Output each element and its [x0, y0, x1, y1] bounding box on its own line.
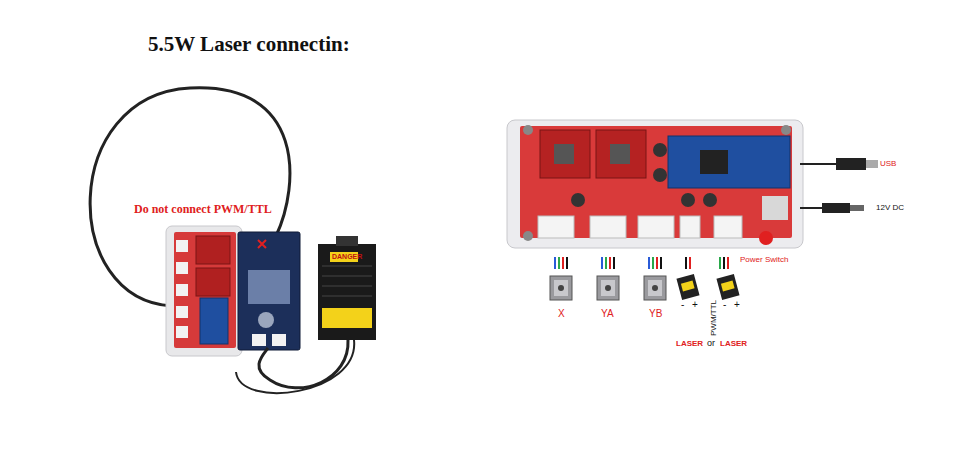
capacitor: [571, 193, 585, 207]
connector: [176, 306, 188, 318]
driver-module: [540, 130, 590, 178]
capacitor: [653, 143, 667, 157]
acrylic-frame: [166, 226, 242, 356]
driver-module: [596, 130, 646, 178]
connector: [176, 262, 188, 274]
switch-label: Power Switch: [740, 256, 788, 264]
axis-label: YB: [649, 309, 662, 319]
laser-driver-board: [238, 232, 300, 350]
cross-mark: [258, 240, 266, 248]
connector: [176, 326, 188, 338]
laser-cable: [236, 340, 354, 393]
sticker-text: DANGER: [332, 253, 362, 260]
dc-tip: [850, 205, 864, 211]
laser-icon: [716, 274, 739, 300]
dc-plug: [822, 203, 850, 213]
title: 5.5W Laser connectin:: [148, 34, 350, 55]
heatsink: [610, 144, 630, 164]
connector: [176, 284, 188, 296]
connector: [538, 216, 574, 238]
device-label: LASER: [676, 340, 703, 348]
chip: [700, 150, 728, 174]
arduino-nano: [200, 298, 228, 344]
heatsink-fin: [322, 286, 372, 287]
heatsink-fin: [322, 266, 372, 267]
capacitor: [258, 312, 274, 328]
dc-cable: [800, 207, 822, 209]
heatsink-fin: [322, 296, 372, 297]
controller-board: [520, 126, 792, 238]
heatsink: [554, 144, 574, 164]
stepper-motor: [550, 276, 572, 300]
driver-chip: [196, 236, 230, 264]
warning-sticker: [322, 308, 372, 328]
dc-jack: [762, 196, 788, 220]
screw: [523, 231, 533, 241]
laser-lens: [336, 236, 358, 246]
connector: [680, 216, 700, 238]
screw: [781, 125, 791, 135]
capacitor: [653, 168, 667, 182]
connector: [638, 216, 674, 238]
usb-plug: [836, 158, 866, 170]
usb-cable: [800, 163, 836, 165]
acrylic-frame: [507, 120, 803, 248]
laser-icon: [676, 274, 699, 300]
pin-sign: +: [734, 300, 740, 310]
laser-cable: [259, 340, 348, 388]
signal-name: PWM/TTL: [710, 300, 718, 336]
screw: [523, 125, 533, 135]
device-label: LASER: [720, 340, 747, 348]
connector: [176, 240, 188, 252]
connector: [252, 334, 266, 346]
stepper-motor: [644, 276, 666, 300]
port-label: 12V DC: [876, 204, 904, 212]
connector: [714, 216, 742, 238]
axis-label: YA: [601, 309, 614, 319]
usb-tip: [866, 160, 878, 168]
connector: [272, 334, 286, 346]
driver-chip: [196, 268, 230, 296]
wire-colors: [555, 257, 728, 269]
connector: [590, 216, 626, 238]
heatsink-fin: [322, 276, 372, 277]
pin-sign: +: [692, 300, 698, 310]
controller-board: [174, 232, 236, 348]
capacitor: [681, 193, 695, 207]
arduino-nano: [668, 136, 790, 188]
pin-sign: -: [723, 300, 726, 310]
capacitor: [703, 193, 717, 207]
driver-component: [248, 270, 290, 304]
port-label: USB: [880, 160, 896, 168]
stepper-motor: [597, 276, 619, 300]
warning-note: Do not connect PWM/TTL: [134, 203, 272, 215]
pin-sign: -: [681, 300, 684, 310]
power-switch: [759, 231, 773, 245]
axis-label: X: [558, 309, 565, 319]
connector-word: or: [707, 339, 715, 348]
laser-module: [318, 244, 376, 340]
